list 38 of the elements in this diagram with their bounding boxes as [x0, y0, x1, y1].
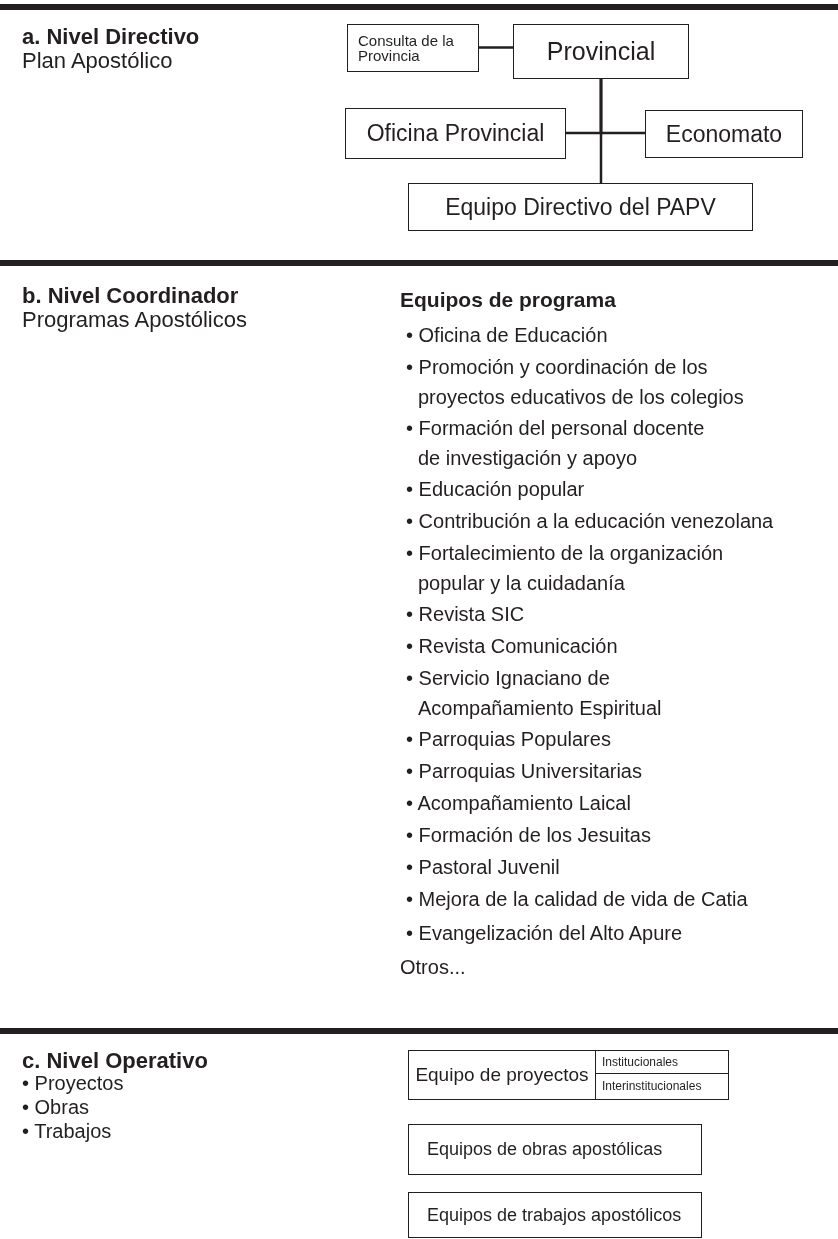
- org-chart-box: Oficina Provincial: [345, 108, 566, 159]
- list-item: • Revista SIC: [406, 602, 526, 627]
- list-heading: Equipos de programa: [400, 288, 616, 313]
- org-chart-box: Equipo Directivo del PAPV: [408, 183, 753, 231]
- list-note: Otros...: [400, 955, 467, 980]
- org-chart-box: Economato: [645, 110, 803, 158]
- list-item: • Promoción y coordinación de los proyectos educativos de los colegios: [406, 355, 745, 410]
- section-heading: a. Nivel Directivo: [22, 24, 200, 50]
- list-item: • Oficina de Educación: [406, 323, 609, 348]
- list-item: • Obras: [22, 1096, 90, 1119]
- category-cell: Interinstitucionales: [595, 1073, 729, 1100]
- org-chart-box: Provincial: [513, 24, 689, 79]
- list-item: • Contribución a la educación venezolana: [406, 509, 775, 534]
- list-item: • Formación de los Jesuitas: [406, 823, 652, 848]
- team-box: Equipo de proyectos: [408, 1050, 596, 1100]
- section-heading: b. Nivel Coordinador: [22, 283, 239, 309]
- list-item: • Evangelización del Alto Apure: [406, 921, 684, 946]
- list-item: • Revista Comunicación: [406, 634, 619, 659]
- section-subtitle: Programas Apostólicos: [22, 307, 247, 333]
- connector-line: [479, 46, 513, 49]
- list-item: • Parroquias Universitarias: [406, 759, 643, 784]
- team-box: Equipos de trabajos apostólicos: [408, 1192, 702, 1238]
- list-item: • Parroquias Populares: [406, 727, 612, 752]
- list-item: • Mejora de la calidad de vida de Catia: [406, 887, 749, 912]
- list-item: • Fortalecimiento de la organización popular y la cuidadanía: [406, 541, 725, 596]
- list-item: • Pastoral Juvenil: [406, 855, 561, 880]
- connector-line: [599, 79, 603, 183]
- list-item: • Formación del personal docente de investigación y apoyo: [406, 416, 706, 471]
- list-item: • Acompañamiento Laical: [406, 791, 632, 816]
- list-item: • Educación popular: [406, 477, 586, 502]
- list-item: • Proyectos: [22, 1072, 124, 1095]
- category-cell: Institucionales: [595, 1050, 729, 1074]
- org-chart-box: Consulta de la Provincia: [347, 24, 479, 72]
- team-box: Equipos de obras apostólicas: [408, 1124, 702, 1175]
- list-item: • Trabajos: [22, 1120, 112, 1143]
- section-heading: c. Nivel Operativo: [22, 1048, 208, 1074]
- list-item: • Servicio Ignaciano de Acompañamiento Espiritual: [406, 666, 663, 721]
- section-subtitle: Plan Apostólico: [22, 48, 173, 74]
